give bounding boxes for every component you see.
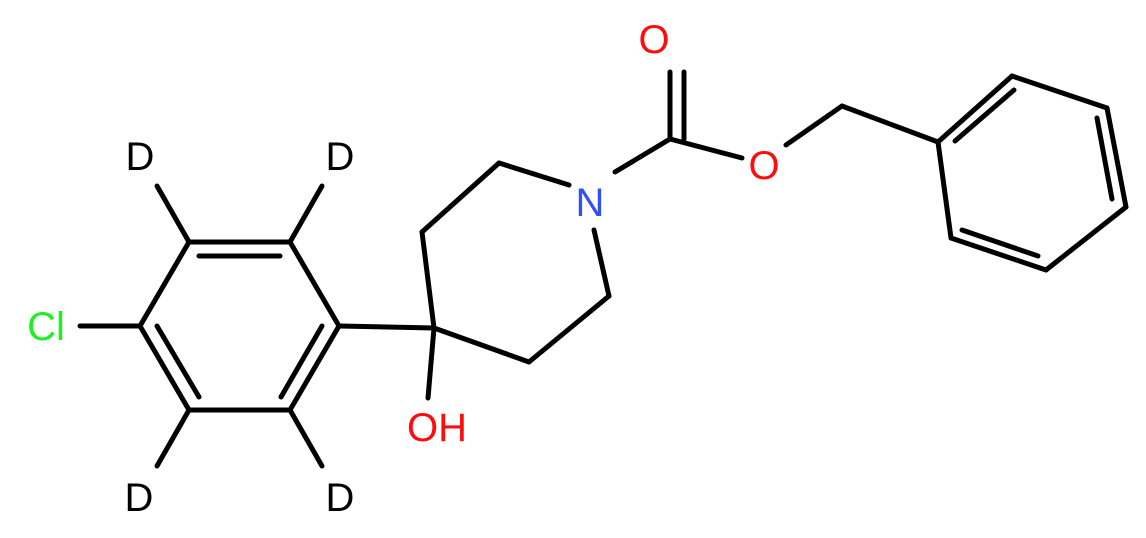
bond-c5-c6 xyxy=(526,293,612,365)
bond-benzyl-2 xyxy=(1009,73,1110,111)
bond-n-c2 xyxy=(496,160,572,188)
bond-c-d-top-right xyxy=(287,183,325,245)
bond-aryl-1 xyxy=(287,239,342,329)
deuterium-bottom-right-label: D xyxy=(326,476,355,520)
bond-c4-aryl xyxy=(336,323,437,331)
bond-aryl-inner-3 xyxy=(278,323,325,400)
bond-ch2-ring xyxy=(839,103,941,145)
bond-aryl-4 xyxy=(137,323,192,413)
bond-oester-ch2 xyxy=(783,103,845,148)
bond-benzyl-inner-2 xyxy=(1094,115,1115,202)
bond-c6-n xyxy=(591,227,612,299)
bond-benzyl-4 xyxy=(1043,204,1129,273)
bond-c3-c4 xyxy=(419,229,437,331)
bond-carbonyl-c-oester xyxy=(667,136,745,161)
bond-c4-oh xyxy=(425,325,437,401)
bond-aryl-6 xyxy=(287,323,342,413)
ester-oxygen-label: O xyxy=(748,144,779,188)
bond-lines xyxy=(77,69,1129,469)
bond-benzyl-6 xyxy=(935,139,954,241)
bond-benzyl-3 xyxy=(1104,105,1129,210)
bond-benzyl-inner-1 xyxy=(952,87,1017,144)
deuterium-bottom-left-label: D xyxy=(125,476,154,520)
bond-c-d-bottom-right xyxy=(287,407,325,469)
bond-aryl-3 xyxy=(137,239,192,329)
bond-benzyl-1 xyxy=(935,73,1015,145)
bond-aryl-inner-2 xyxy=(154,323,202,400)
deuterium-top-right-label: D xyxy=(326,135,355,179)
carbonyl-oxygen-label: O xyxy=(638,18,669,62)
hydroxyl-label: OH xyxy=(407,406,467,450)
bond-c-d-top-left xyxy=(154,183,192,245)
bond-benzyl-inner-3 xyxy=(959,227,1041,259)
chlorine-label: Cl xyxy=(27,305,65,349)
bond-carbonyl-c-n xyxy=(612,136,673,175)
atom-labels: O O N OH Cl D D D D xyxy=(27,18,779,520)
deuterium-top-left-label: D xyxy=(126,135,155,179)
bond-benzyl-5 xyxy=(948,235,1049,273)
bond-c2-c3 xyxy=(419,160,502,235)
bond-c-d-bottom-left xyxy=(154,407,192,469)
nitrogen-label: N xyxy=(576,181,605,225)
bond-c4-c5 xyxy=(431,325,532,365)
